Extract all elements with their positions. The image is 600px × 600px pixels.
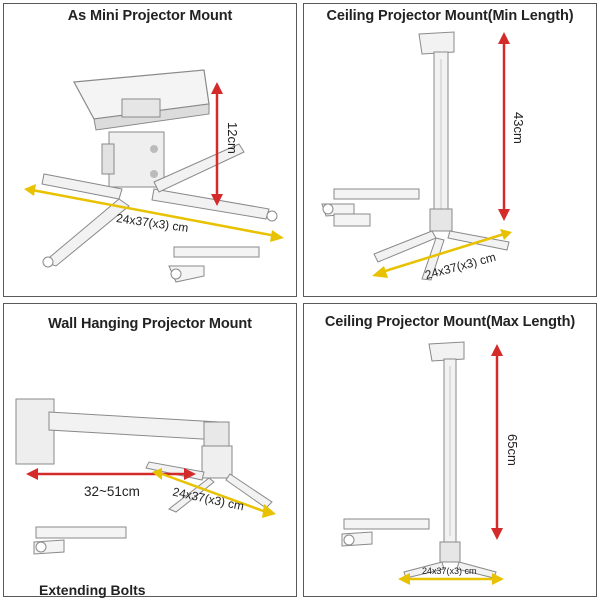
height-label: 43cm <box>511 112 526 144</box>
panel-ceiling-max: Ceiling Projector Mount(Max Length) 65cm… <box>303 303 597 597</box>
extending-bolts-caption: Extending Bolts <box>39 582 146 598</box>
panel-title: Ceiling Projector Mount(Max Length) <box>324 314 576 330</box>
panel-title: As Mini Projector Mount <box>67 8 233 24</box>
ceiling-max-illustration <box>341 341 504 585</box>
height-label: 12cm <box>225 122 240 154</box>
panel-wall-hanging: Wall Hanging Projector Mount 32~51cm 24x… <box>3 303 297 598</box>
width-label: 24x37(x3) cm <box>422 566 477 576</box>
panel-title: Ceiling Projector Mount(Min Length) <box>326 8 574 24</box>
wall-mount-illustration <box>15 398 276 555</box>
panel-mini-mount: As Mini Projector Mount 12cm 24x37(x3) c… <box>3 3 297 297</box>
reach-label: 32~51cm <box>84 484 140 499</box>
height-label: 65cm <box>505 434 520 466</box>
panel-title: Wall Hanging Projector Mount <box>48 316 252 332</box>
mini-mount-illustration <box>24 69 284 283</box>
panel-ceiling-min: Ceiling Projector Mount(Min Length) 43cm… <box>303 3 597 297</box>
ceiling-min-illustration <box>321 31 512 281</box>
